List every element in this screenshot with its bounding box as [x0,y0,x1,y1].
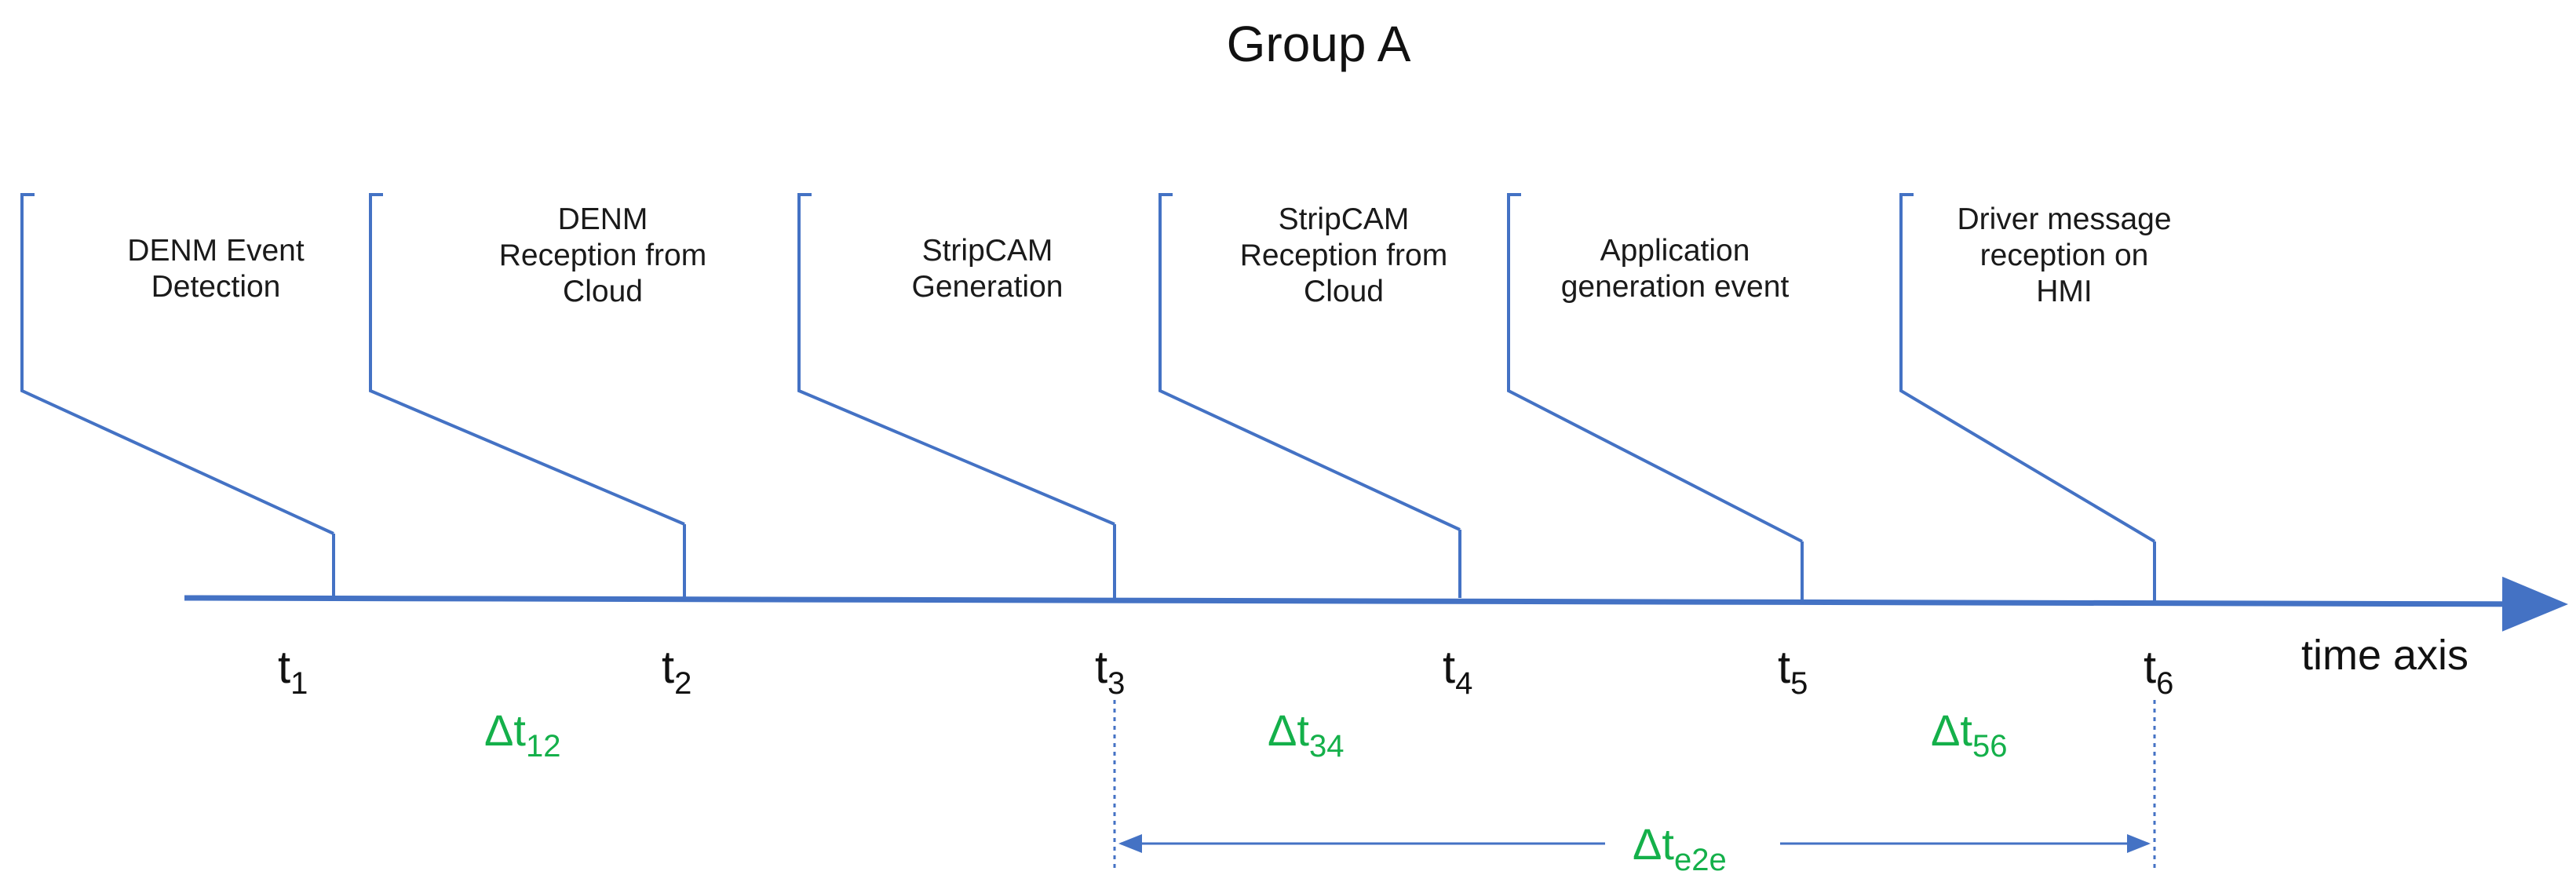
time-axis-line [184,576,2568,632]
delta-labels: Δt12 Δt34 Δt56 [484,705,2007,764]
event-brackets [20,193,2156,604]
event-bracket-t2 [369,193,685,526]
e2e-label: Δte2e [1633,819,1727,877]
e2e-span: Δte2e [1113,700,2156,877]
tick-label-t3: t3 [1095,642,1125,701]
event-bracket-t1 [20,193,334,535]
delta-label-d34: Δt34 [1268,705,1344,764]
event-bracket-t4 [1158,193,1461,531]
time-axis-label: time axis [2301,632,2468,679]
delta-label-d56: Δt56 [1931,705,2007,764]
tick-label-t5: t5 [1778,642,1808,701]
diagram-title: Group A [1227,16,1411,72]
tick-labels: t1 t2 t3 t4 t5 t6 [278,642,2173,701]
tick-label-t2: t2 [662,642,691,701]
tick-label-t1: t1 [278,642,308,701]
event-bracket-t6 [1899,193,2156,543]
event-bracket-t3 [797,193,1115,526]
event-bracket-t5 [1507,193,1803,543]
delta-label-d12: Δt12 [484,705,560,764]
tick-label-t4: t4 [1443,642,1472,701]
tick-label-t6: t6 [2144,642,2173,701]
